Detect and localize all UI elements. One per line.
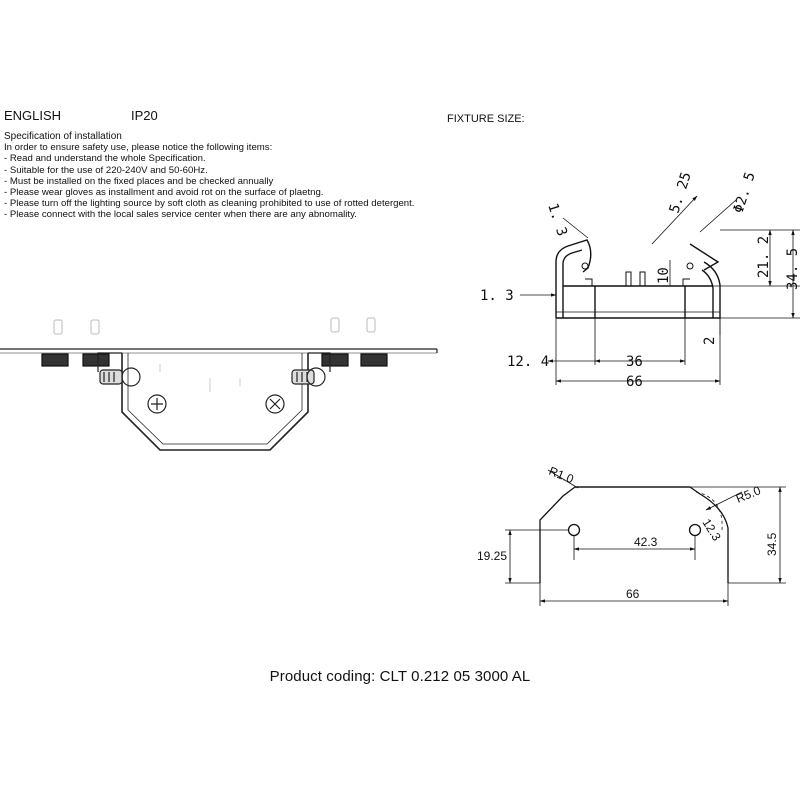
product-coding: Product coding: CLT 0.212 05 3000 AL [269, 668, 531, 685]
plate-drawing [539, 486, 729, 583]
dim-1-3-left: 1. 3 [480, 288, 514, 304]
specification-item: - Must be installed on the fixed places … [4, 175, 274, 187]
specification-item: - Suitable for the use of 220-240V and 5… [4, 164, 208, 176]
dim-phi-2-5: Φ2. 5 [731, 170, 759, 215]
dim-1-3-top: 1. 3 [544, 201, 570, 238]
dim-42-3: 42.3 [634, 535, 658, 549]
dim-r-5-0: R5.0 [734, 483, 763, 506]
language-label: ENGLISH [4, 108, 62, 123]
dim-34-5: 34. 5 [785, 248, 800, 290]
dim-r-1-0: R1.0 [547, 464, 576, 487]
profile-section [555, 239, 721, 319]
specification-block: Specification of installation In order t… [4, 131, 464, 221]
plate-dimension-lines [505, 469, 786, 606]
dim-2: 2 [702, 337, 718, 345]
dim-10: 10 [656, 267, 672, 284]
profile-dimension-lines [520, 195, 800, 385]
specification-item: - Please turn off the lighting source by… [4, 198, 415, 210]
installation-illustration [0, 317, 438, 451]
dim-21-2: 21. 2 [756, 236, 772, 278]
fixture-size-label: FIXTURE SIZE: [447, 113, 525, 125]
dim-66-plate: 66 [626, 587, 640, 601]
specification-item: - Read and understand the whole Specific… [4, 153, 206, 165]
specification-intro: In order to ensure safety use, please no… [4, 142, 273, 154]
dim-34-5-plate: 34.5 [765, 532, 779, 556]
specification-item: - Please wear gloves as installment and … [4, 187, 324, 199]
specification-item: - Please connect with the local sales se… [4, 209, 357, 221]
dim-12-3: 12.3 [699, 516, 723, 544]
dim-5-25: 5. 25 [667, 170, 695, 215]
dim-36: 36 [626, 354, 643, 370]
dim-19-25: 19.25 [477, 549, 507, 563]
specification-title: Specification of installation [4, 131, 122, 142]
dim-12-4: 12. 4 [507, 354, 549, 370]
ip-rating: IP20 [131, 108, 158, 123]
dim-66: 66 [626, 374, 643, 390]
plate-dimension-labels: R1.0 R5.0 12.3 42.3 19.25 34.5 66 [477, 464, 779, 601]
